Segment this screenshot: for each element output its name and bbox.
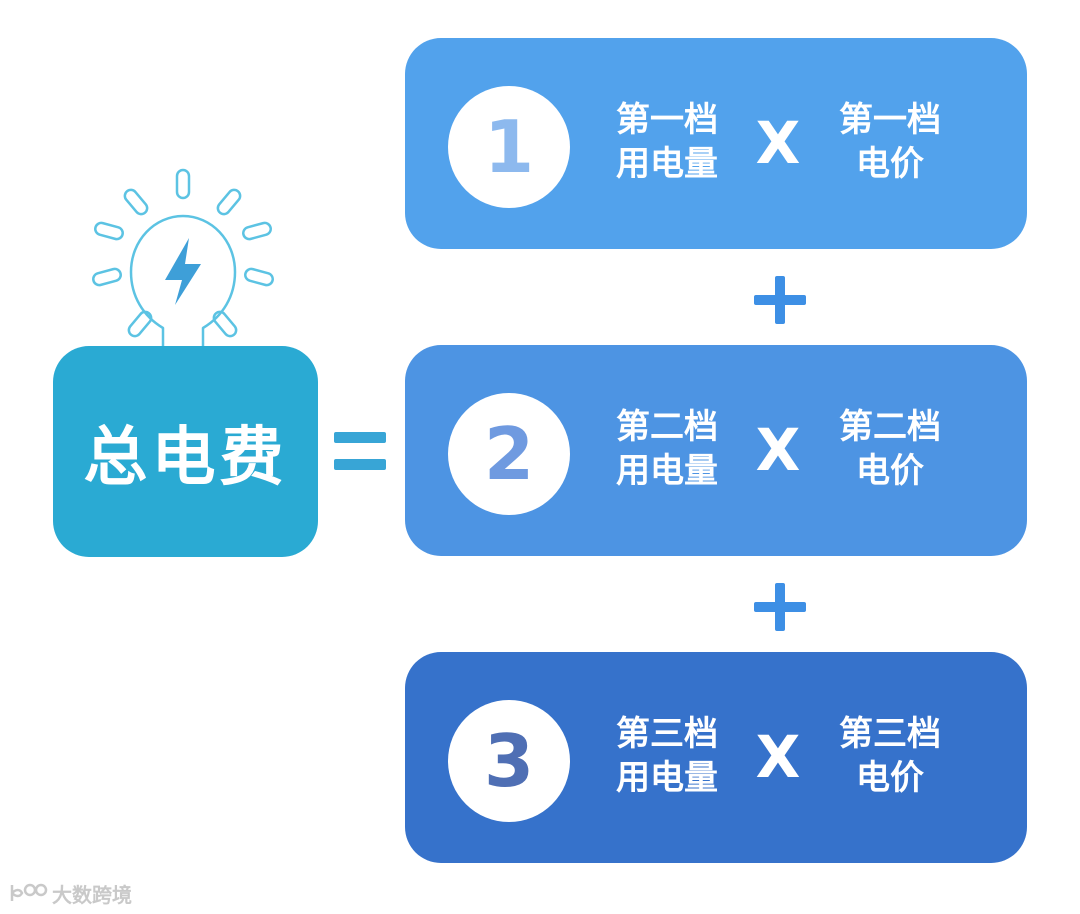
tier-usage-line1: 第一档 [616, 100, 718, 140]
light-ray [123, 188, 149, 216]
light-ray [244, 267, 274, 287]
equals-sign [334, 432, 386, 472]
light-ray [242, 221, 272, 241]
tier-usage-label: 第二档 用电量 [607, 405, 727, 493]
plus-sign [754, 276, 806, 324]
total-fee-label: 总电费 [83, 420, 288, 495]
tier-number: 2 [483, 412, 535, 496]
brand-logo-icon [10, 883, 48, 901]
light-ray [212, 310, 238, 338]
tier-number: 3 [483, 719, 535, 803]
tier-price-label: 第一档 电价 [830, 98, 950, 186]
tier-number: 1 [483, 105, 535, 189]
tier-price-line2: 电价 [856, 758, 924, 798]
tier-price-line1: 第三档 [839, 714, 941, 754]
brand-watermark: 大数跨境 [8, 878, 132, 908]
tier-usage-line1: 第三档 [616, 714, 718, 754]
tier-usage-line2: 用电量 [616, 758, 718, 798]
brand-label: 大数跨境 [52, 882, 132, 907]
total-fee-box: 总电费 [53, 346, 318, 557]
bulb-outline [129, 214, 237, 348]
tier-price-line2: 电价 [856, 144, 924, 184]
tier-usage-line2: 用电量 [616, 451, 718, 491]
tier-number-badge: 2 [448, 393, 570, 515]
plus-sign [754, 583, 806, 631]
tier-number-badge: 1 [448, 86, 570, 208]
light-ray [216, 188, 242, 216]
light-ray [175, 168, 191, 200]
multiply-sign: X [755, 723, 801, 791]
multiply-sign: X [755, 416, 801, 484]
tier-usage-label: 第三档 用电量 [607, 712, 727, 800]
light-ray [94, 221, 124, 241]
tier-usage-line2: 用电量 [616, 144, 718, 184]
tier-1-box: 1 第一档 用电量 X 第一档 电价 [405, 38, 1027, 249]
tier-2-box: 2 第二档 用电量 X 第二档 电价 [405, 345, 1027, 556]
tier-price-label: 第二档 电价 [830, 405, 950, 493]
tier-price-label: 第三档 电价 [830, 712, 950, 800]
light-ray [92, 267, 122, 287]
tier-number-badge: 3 [448, 700, 570, 822]
light-ray [127, 310, 153, 338]
lightbulb-icon [92, 168, 274, 348]
tier-price-line1: 第二档 [839, 407, 941, 447]
multiply-sign: X [755, 109, 801, 177]
lightning-bolt-icon [165, 238, 201, 305]
tier-3-box: 3 第三档 用电量 X 第三档 电价 [405, 652, 1027, 863]
tier-usage-line1: 第二档 [616, 407, 718, 447]
tier-price-line1: 第一档 [839, 100, 941, 140]
tier-price-line2: 电价 [856, 451, 924, 491]
tier-usage-label: 第一档 用电量 [607, 98, 727, 186]
